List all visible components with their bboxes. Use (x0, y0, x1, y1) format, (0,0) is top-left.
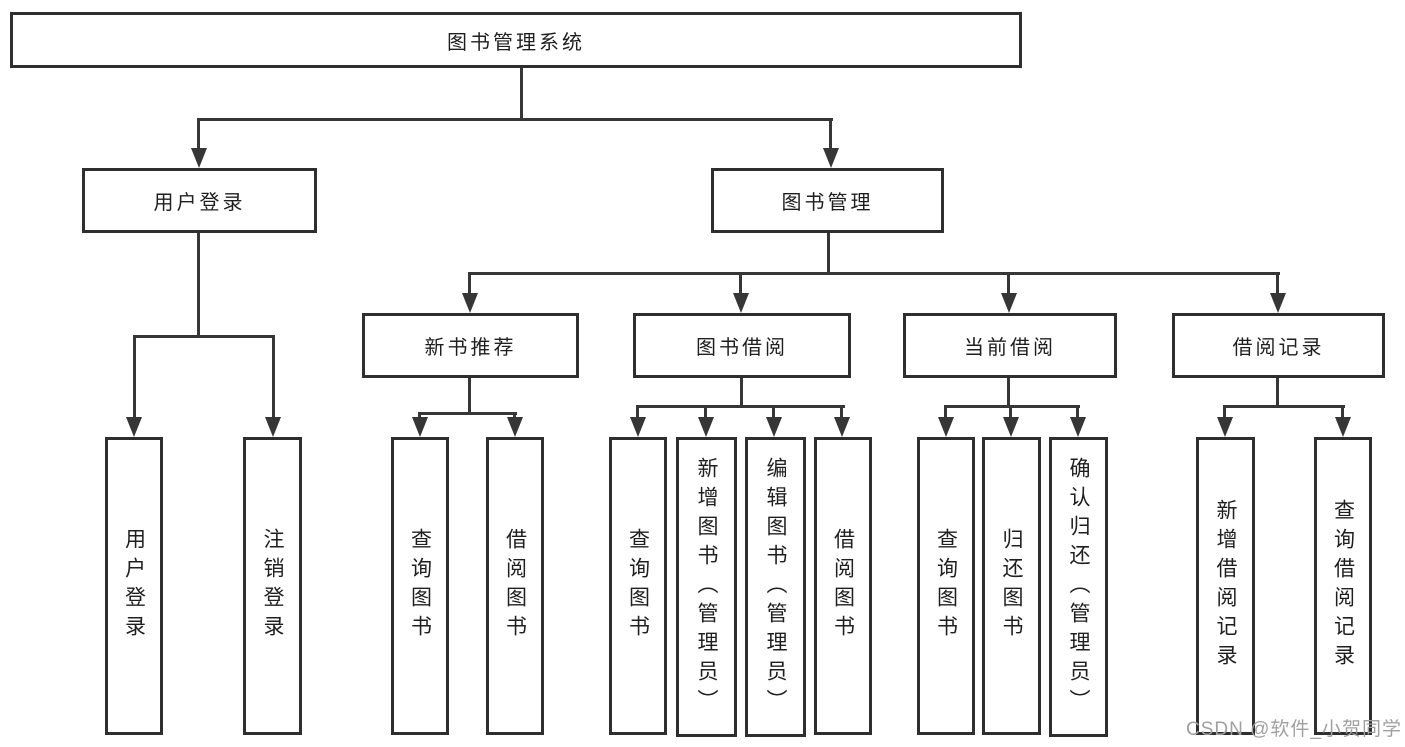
connector-segment (468, 272, 471, 293)
arrow-down-icon (1270, 293, 1286, 313)
connector-segment (418, 412, 517, 415)
connector-segment (739, 272, 742, 293)
leaf-user-login: 用户登录 (105, 437, 163, 735)
node-borrow-records-label: 借阅记录 (1232, 337, 1325, 359)
connector-segment (418, 412, 421, 420)
connector-segment (829, 118, 832, 150)
connector-segment (704, 405, 707, 419)
connector-segment (772, 405, 775, 419)
arrow-down-icon (938, 417, 954, 437)
arrow-down-icon (698, 417, 714, 437)
leaf-edit-books-admin: 编辑图书（管理员） (745, 437, 806, 737)
leaf-confirm-return-admin-label: 确认归还（管理员） (1067, 456, 1090, 718)
connector-segment (520, 68, 523, 118)
leaf-query-books-recommend-label: 查询图书 (408, 528, 432, 644)
arrow-down-icon (412, 417, 428, 437)
arrow-down-icon (630, 417, 646, 437)
leaf-query-books-current-label: 查询图书 (934, 528, 958, 644)
connector-segment (272, 335, 275, 419)
node-current-borrowing: 当前借阅 (903, 313, 1117, 378)
connector-segment (197, 118, 200, 150)
node-book-borrowing: 图书借阅 (633, 313, 851, 378)
connector-segment (1341, 405, 1344, 419)
connector-segment (740, 378, 743, 408)
arrow-down-icon (265, 417, 281, 437)
leaf-query-borrow-record-label: 查询借阅记录 (1331, 499, 1355, 673)
leaf-return-books-label: 归还图书 (1000, 528, 1023, 644)
connector-segment (944, 405, 947, 419)
connector-segment (636, 405, 639, 419)
connector-segment (468, 272, 1280, 275)
leaf-query-books-current: 查询图书 (917, 437, 975, 735)
connector-segment (1223, 405, 1226, 419)
connector-segment (1007, 378, 1010, 408)
connector-segment (197, 233, 200, 338)
leaf-add-borrow-record: 新增借阅记录 (1196, 437, 1255, 735)
node-borrow-records: 借阅记录 (1172, 313, 1385, 378)
leaf-confirm-return-admin: 确认归还（管理员） (1049, 437, 1108, 737)
node-book-management-label: 图书管理 (781, 192, 874, 214)
arrow-down-icon (1070, 417, 1086, 437)
connector-segment (133, 335, 136, 419)
connector-segment (636, 405, 845, 408)
leaf-borrow-books: 借阅图书 (814, 437, 872, 735)
connector-segment (468, 378, 471, 415)
arrow-down-icon (191, 148, 207, 168)
arrow-down-icon (1003, 417, 1019, 437)
arrow-down-icon (823, 148, 839, 168)
leaf-add-borrow-record-label: 新增借阅记录 (1214, 499, 1237, 673)
connector-segment (1276, 378, 1279, 408)
leaf-logout-label: 注销登录 (261, 528, 284, 644)
leaf-return-books: 归还图书 (982, 437, 1041, 735)
connector-segment (1007, 272, 1010, 293)
connector-segment (198, 118, 833, 121)
leaf-logout: 注销登录 (243, 437, 302, 735)
arrow-down-icon (733, 293, 749, 313)
leaf-query-books-borrowing-label: 查询图书 (626, 528, 650, 644)
connector-segment (1009, 405, 1012, 419)
node-new-book-recommend-label: 新书推荐 (424, 337, 517, 359)
node-book-borrowing-label: 图书借阅 (696, 337, 788, 359)
arrow-down-icon (766, 417, 782, 437)
arrow-down-icon (462, 293, 478, 313)
node-user-login-label: 用户登录 (153, 192, 246, 214)
leaf-query-books-recommend: 查询图书 (391, 437, 449, 735)
node-book-management: 图书管理 (711, 168, 944, 233)
arrow-down-icon (507, 417, 523, 437)
leaf-borrow-books-recommend: 借阅图书 (486, 437, 544, 735)
leaf-query-books-borrowing: 查询图书 (609, 437, 667, 735)
arrow-down-icon (126, 417, 142, 437)
node-current-borrowing-label: 当前借阅 (964, 337, 1056, 359)
leaf-add-books-admin-label: 新增图书（管理员） (695, 456, 718, 718)
connector-segment (513, 412, 516, 420)
leaf-query-borrow-record: 查询借阅记录 (1314, 437, 1372, 735)
connector-segment (133, 335, 275, 338)
node-library-system: 图书管理系统 (10, 12, 1022, 68)
connector-segment (944, 405, 1080, 408)
connector-segment (1223, 405, 1345, 408)
leaf-edit-books-admin-label: 编辑图书（管理员） (764, 456, 787, 718)
node-new-book-recommend: 新书推荐 (362, 313, 579, 378)
node-library-system-label: 图书管理系统 (447, 31, 585, 54)
arrow-down-icon (1335, 417, 1351, 437)
arrow-down-icon (1001, 293, 1017, 313)
connector-segment (1276, 272, 1279, 293)
leaf-add-books-admin: 新增图书（管理员） (676, 437, 737, 737)
leaf-borrow-books-recommend-label: 借阅图书 (503, 528, 527, 644)
arrow-down-icon (1217, 417, 1233, 437)
arrow-down-icon (834, 417, 850, 437)
connector-segment (840, 405, 843, 419)
csdn-watermark: CSDN @软件_小贺同学 (1186, 719, 1402, 740)
leaf-user-login-label: 用户登录 (122, 528, 146, 644)
connector-segment (827, 233, 830, 275)
node-user-login: 用户登录 (82, 168, 317, 233)
connector-segment (1076, 405, 1079, 419)
leaf-borrow-books-label: 借阅图书 (831, 528, 855, 644)
